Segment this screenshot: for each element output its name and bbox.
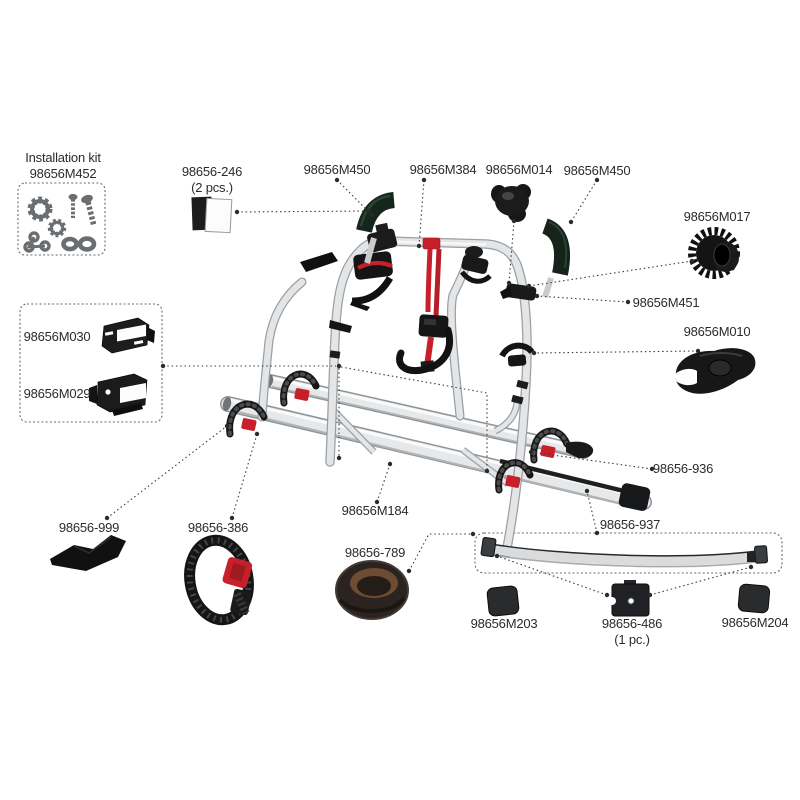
- dashed-box-kit: [17, 182, 106, 256]
- end-cap-left-part: [486, 585, 520, 617]
- label-wheel-strap: 98656-386: [187, 520, 249, 535]
- label-bracket-upper: 98656M030: [23, 329, 91, 344]
- label-installation-kit-title: Installation kit: [25, 150, 101, 165]
- installation-kit-icons: [23, 193, 97, 253]
- label-tube-bracket: 98656M010: [683, 324, 751, 339]
- bumper-rail-part: [480, 537, 768, 568]
- corner-guard: [50, 535, 126, 571]
- bike-rail-front: [220, 396, 652, 510]
- label-bracket-lower: 98656M029: [23, 386, 91, 401]
- label-corner-guard: 98656-999: [58, 520, 120, 535]
- knob-part: [491, 184, 531, 222]
- spacer-ring: [335, 560, 409, 620]
- label-end-cap-right: 98656M204: [721, 615, 789, 630]
- gear-icon: [27, 196, 53, 222]
- leader-lines: [106, 179, 752, 596]
- toothed-washer-part: [688, 227, 740, 279]
- label-rail-holder: 98656-936: [652, 461, 714, 476]
- label-knob: 98656M014: [485, 162, 553, 177]
- right-lower-clamp: [499, 342, 535, 367]
- bracket-upper-part: [101, 317, 155, 354]
- rail-holder-part: [566, 441, 594, 459]
- leader-dots: [104, 177, 754, 598]
- chain-link-icon: [23, 231, 51, 253]
- nut-icon: [61, 236, 97, 252]
- label-rail-support-left: 98656M450: [303, 162, 371, 177]
- bracket-lower-part: [89, 373, 148, 416]
- label-fixing-plate-qty: (1 pc.): [614, 632, 650, 647]
- label-end-cap-left: 98656M203: [470, 616, 538, 631]
- right-upper-clamp: [500, 283, 537, 301]
- gear-icon: [47, 218, 67, 238]
- label-rail-bar: 98656M184: [341, 503, 409, 518]
- wheel-strap: [184, 534, 254, 626]
- adhesive-pads: [191, 196, 233, 234]
- end-cap-right-part: [737, 583, 771, 614]
- fixing-plate-part: [608, 580, 650, 617]
- label-fixing-plate: 98656-486: [601, 616, 663, 631]
- label-pads: 98656-246: [181, 164, 243, 179]
- label-toothed-washer: 98656M017: [683, 209, 751, 224]
- label-spacer-ring: 98656-789: [344, 545, 406, 560]
- bike-rack: [220, 192, 652, 558]
- label-tension-strap: 98656M384: [409, 162, 477, 177]
- label-frame-clamp: 98656M451: [632, 295, 700, 310]
- screw-icon: [81, 194, 97, 227]
- mid-clamp: [459, 246, 492, 284]
- dashed-box-brackets: [19, 303, 163, 423]
- rail-support-right-part: [541, 218, 571, 298]
- label-installation-kit-number: 98656M452: [29, 166, 97, 181]
- tension-strap-part: [396, 237, 453, 375]
- wheel-holder-clamps: [226, 370, 571, 494]
- screw-icon: [68, 193, 78, 218]
- dashed-box-bumper: [474, 532, 783, 574]
- tube-bracket-part: [675, 348, 756, 394]
- rail-end-cap: [618, 483, 651, 511]
- label-pads-qty: (2 pcs.): [191, 180, 233, 195]
- label-bumper-rail: 98656-937: [599, 517, 661, 532]
- rail-support-left-part: [356, 192, 396, 264]
- label-rail-support-right: 98656M450: [563, 163, 631, 178]
